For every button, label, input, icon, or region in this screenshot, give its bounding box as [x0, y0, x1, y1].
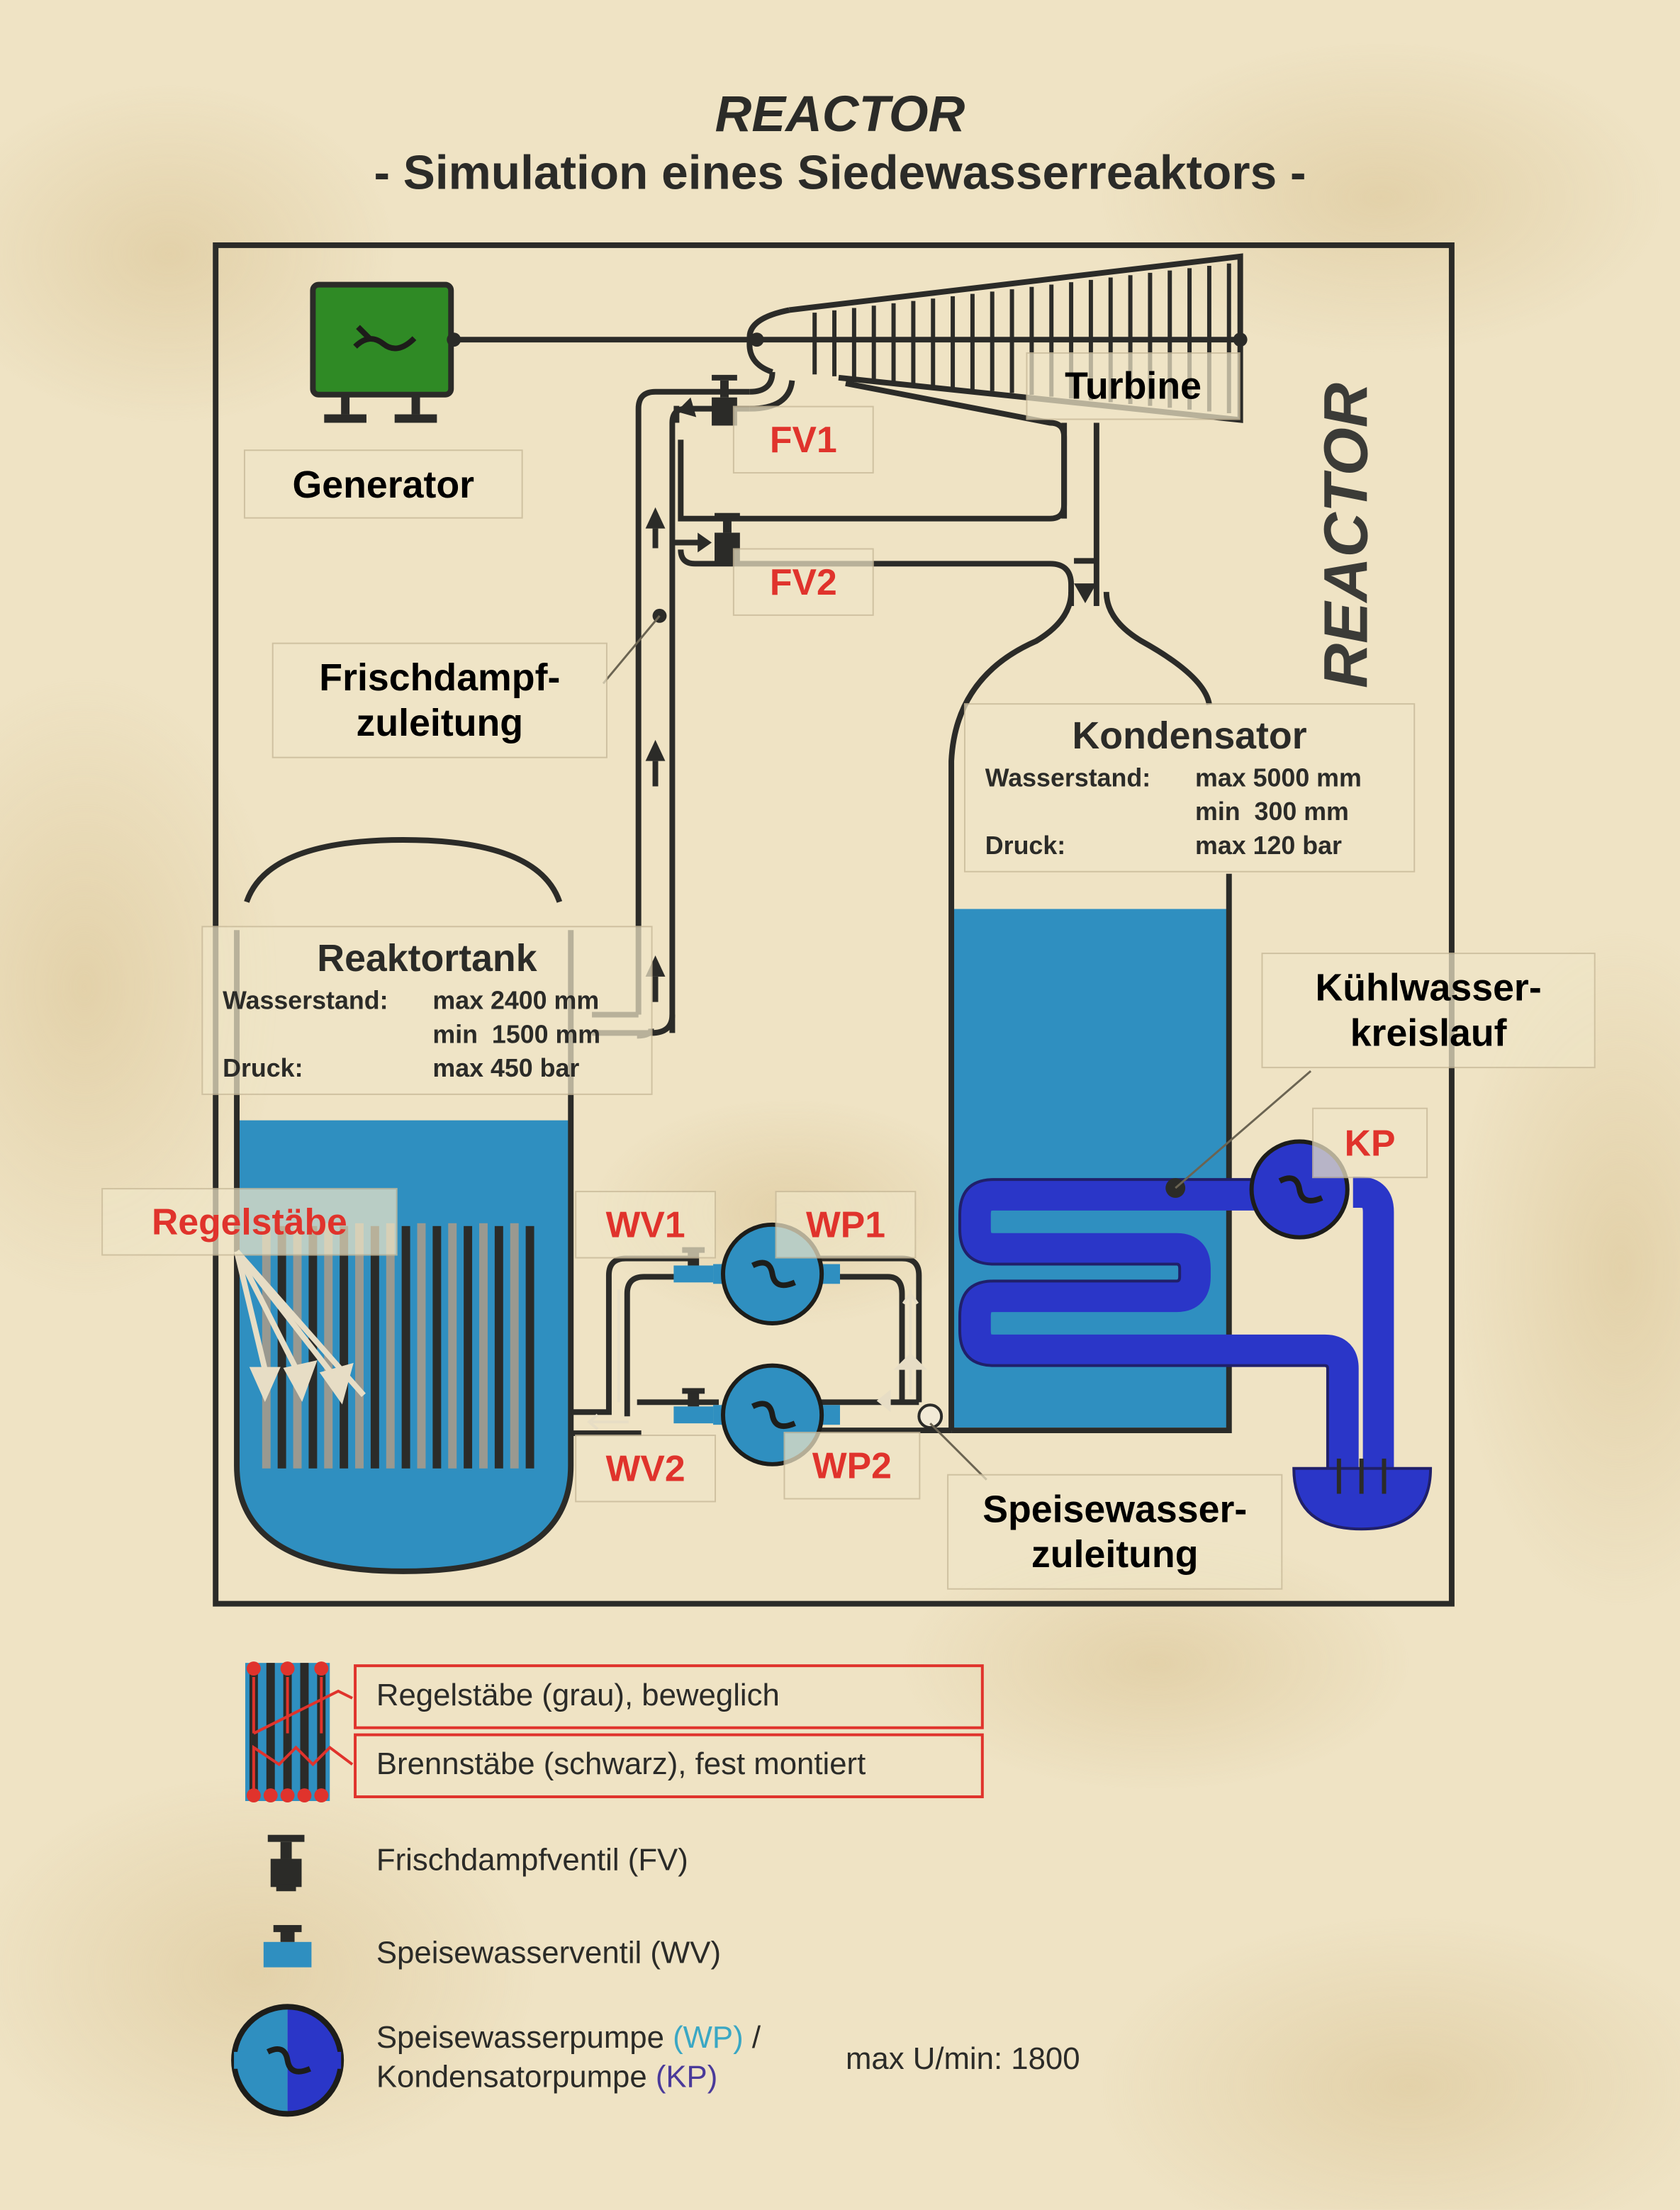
speisewasser-label-line1: Speisewasser-: [982, 1488, 1248, 1531]
kondensator-wasserstand-min: min 300 mm: [1195, 797, 1349, 826]
fuel-rod: [277, 1225, 286, 1469]
steam-flow-arrows: [645, 507, 667, 1002]
fv1-valve-icon: [712, 374, 737, 426]
coolant-loop: [960, 1177, 1394, 1487]
kp-label: KP: [1344, 1121, 1396, 1164]
wp1-label: WP1: [805, 1202, 885, 1245]
reaktortank-druck-key: Druck:: [223, 1054, 303, 1082]
regelstaebe-label: Regelstäbe: [151, 1200, 347, 1243]
fuel-rod: [525, 1225, 534, 1469]
leader-lines: [602, 615, 1312, 1481]
control-rod: [262, 1223, 271, 1469]
fuel-rod: [340, 1225, 349, 1469]
kondensator-druck-val: max 120 bar: [1195, 831, 1342, 860]
kondensator-wasserstand-max: max 5000 mm: [1195, 763, 1362, 792]
fuel-rod: [401, 1225, 410, 1469]
reaktortank-title: Reaktortank: [317, 937, 537, 980]
fv1-label-box: FV1: [732, 405, 874, 474]
wv1-label-box: WV1: [575, 1191, 717, 1259]
generator-icon: [310, 281, 461, 423]
feedwater-junction: [917, 1403, 943, 1430]
legend-pump-line2: Kondensatorpumpe (KP): [376, 2059, 717, 2096]
reaktortank-wasserstand-key: Wasserstand:: [223, 986, 388, 1015]
control-rod: [324, 1223, 333, 1469]
wv2-label: WV2: [605, 1446, 685, 1489]
reaktortank-wasserstand-max: max 2400 mm: [432, 986, 600, 1015]
speisewasser-label-line2: zuleitung: [1031, 1533, 1199, 1576]
regelstaebe-label-box: Regelstäbe: [101, 1188, 398, 1256]
reaktortank-box: Reaktortank Wasserstand: max 2400 mm min…: [201, 926, 653, 1095]
coolant-basin: [1292, 1466, 1433, 1531]
page-subtitle: - Simulation eines Siedewasserreaktors -: [374, 146, 1306, 201]
steam-valve-icon: [267, 1834, 305, 1892]
speisewasser-label-box: Speisewasser- zuleitung: [947, 1474, 1283, 1590]
wp1-label-box: WP1: [775, 1191, 917, 1259]
kondensator-box: Kondensator Wasserstand: max 5000 mm min…: [963, 703, 1416, 873]
legend-frischdampfventil: Frischdampfventil (FV): [376, 1841, 688, 1878]
brennstaebe-legend-frame: [354, 1733, 984, 1799]
wv2-label-box: WV2: [575, 1435, 717, 1503]
generator-label: Generator: [292, 463, 475, 505]
fv1-label: FV1: [769, 417, 837, 461]
feedwater-arrow-heads: [876, 1352, 928, 1413]
control-rod: [386, 1223, 395, 1469]
frischdampf-label-box: Frischdampf- zuleitung: [271, 642, 607, 758]
coolant-loop-outline: [958, 1178, 1329, 1487]
fuel-rod: [370, 1225, 379, 1469]
control-rod: [479, 1223, 488, 1469]
legend-kp-abbrev: (KP): [655, 2058, 718, 2094]
rod-arrows: [234, 1249, 366, 1405]
legend-max-rpm: max U/min: 1800: [845, 2041, 1080, 2076]
control-rod: [510, 1223, 519, 1469]
kp-label-box: KP: [1312, 1107, 1428, 1179]
fv2-label: FV2: [769, 560, 837, 602]
kondensator-wasserstand-key: Wasserstand:: [985, 763, 1151, 792]
control-rod: [355, 1223, 364, 1469]
control-rod: [293, 1223, 302, 1469]
page-title: REACTOR: [715, 84, 965, 142]
wv1-label: WV1: [605, 1202, 685, 1245]
reaktortank-druck-val: max 450 bar: [432, 1054, 580, 1082]
fuel-rod: [494, 1225, 503, 1469]
legend-wp-text: Speisewasserpumpe: [376, 2019, 673, 2055]
kuehlwasser-label-line2: kreislauf: [1350, 1011, 1507, 1055]
water-valve-icon: [263, 1924, 312, 1968]
regelstaebe-legend-frame: [354, 1664, 984, 1729]
side-title: REACTOR: [1312, 383, 1382, 689]
frischdampf-label-line2: zuleitung: [356, 702, 524, 744]
legend-wp-abbrev: (WP): [673, 2019, 744, 2055]
feedwater-arrows: [586, 1289, 919, 1430]
legend-speisewasserventil: Speisewasserventil (WV): [376, 1934, 722, 1970]
kuehlwasser-label-box: Kühlwasser- kreislauf: [1261, 953, 1596, 1069]
fv2-label-box: FV2: [732, 548, 874, 616]
fuel-rod: [432, 1225, 442, 1469]
rods-legend-icon: [245, 1661, 354, 1802]
frischdampf-label-line1: Frischdampf-: [319, 656, 561, 700]
generator-label-box: Generator: [243, 449, 523, 519]
legend-wp-separator: /: [743, 2019, 761, 2055]
reaktortank-wasserstand-min: min 1500 mm: [432, 1020, 601, 1049]
legend-brennstaebe: Brennstäbe (schwarz), fest montiert: [376, 1746, 866, 1782]
pump-icon: [231, 2004, 345, 2117]
fuel-rod: [464, 1225, 473, 1469]
legend-kp-text: Kondensatorpumpe: [376, 2058, 656, 2094]
coolant-inlet-lines: [1336, 1458, 1387, 1494]
diagram-frame: [213, 242, 1455, 1607]
wp2-label: WP2: [812, 1443, 892, 1486]
control-rod: [448, 1223, 457, 1469]
control-rod: [417, 1223, 426, 1469]
kondensator-title: Kondensator: [1072, 714, 1307, 757]
wv2-valve-icon: [673, 1388, 714, 1424]
wp2-label-box: WP2: [783, 1432, 921, 1500]
turbine-label: Turbine: [1065, 364, 1202, 408]
kondensator-druck-key: Druck:: [985, 831, 1066, 860]
turbine-label-box: Turbine: [1026, 352, 1241, 420]
legend-regelstaebe: Regelstäbe (grau), beweglich: [376, 1677, 780, 1712]
valve-arrows: [673, 397, 1097, 603]
turbine-icon: [746, 253, 1248, 423]
legend-pump-line1: Speisewasserpumpe (WP) /: [376, 2019, 761, 2056]
kuehlwasser-label-line1: Kühlwasser-: [1315, 966, 1542, 1009]
